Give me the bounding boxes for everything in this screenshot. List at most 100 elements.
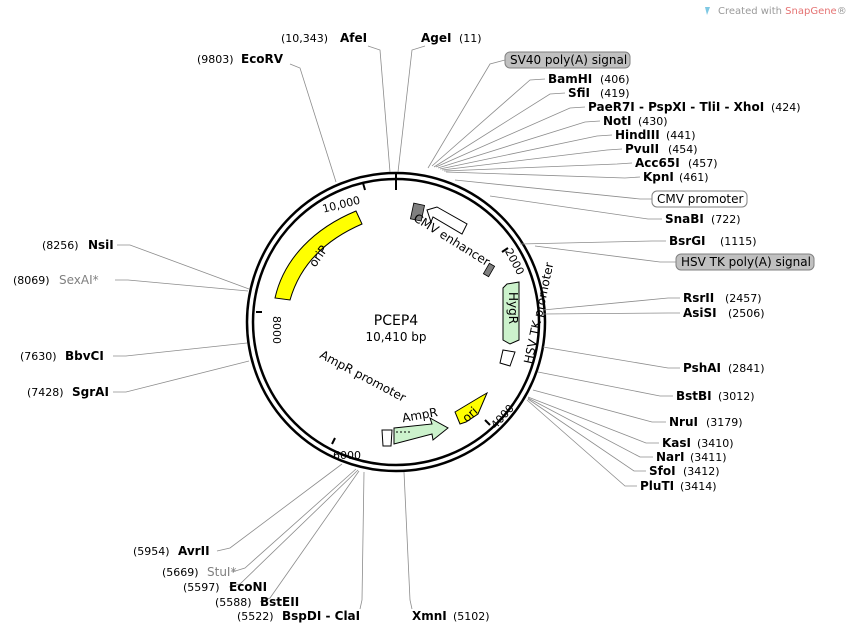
leader-acc65i xyxy=(443,162,633,172)
site-asisi: AsiSI (2506) xyxy=(683,306,765,320)
site-position: (3411) xyxy=(690,451,727,464)
site-name: PshAI xyxy=(683,361,721,375)
site-bstbi: BstBI (3012) xyxy=(676,389,755,403)
leader-bstbi xyxy=(537,371,673,397)
site-name: SnaBI xyxy=(665,212,704,226)
site-xhoi: PaeR7I - PspXI - TliI - XhoI (424) xyxy=(588,100,801,114)
site-sgrai: (7428) SgrAI xyxy=(27,385,109,399)
site-name: EcoRV xyxy=(241,52,284,66)
site-position: (457) xyxy=(688,157,718,170)
site-position: (3179) xyxy=(706,416,743,429)
site-stui: (5669) StuI* xyxy=(162,565,236,579)
site-sexai: (8069) SexAI* xyxy=(13,273,99,287)
site-position: (722) xyxy=(711,213,741,226)
site-name: BamHI xyxy=(548,72,592,86)
site-name: PluTI xyxy=(640,479,674,493)
leader-kasi xyxy=(527,396,659,444)
site-agei: AgeI (11) xyxy=(421,31,482,45)
cmv-enhancer-feature xyxy=(426,206,468,235)
hsv-tk-promoter-feature xyxy=(499,349,516,367)
hygr-feature xyxy=(502,281,520,345)
leader-avrii xyxy=(216,463,343,552)
site-sfii: SfiI (419) xyxy=(568,86,630,100)
site-position: (3410) xyxy=(697,437,734,450)
leader-sfoi xyxy=(527,398,646,472)
site-sfoi: SfoI (3412) xyxy=(649,464,720,478)
tick-6000 xyxy=(331,437,336,445)
site-position: (8256) xyxy=(42,239,79,252)
leader-afei xyxy=(367,45,391,173)
site-name: EcoNI xyxy=(229,580,267,594)
leader-hindiii xyxy=(439,134,613,170)
site-name: XmnI xyxy=(412,609,447,623)
site-name: PaeR7I - PspXI - TliI - XhoI xyxy=(588,100,764,114)
leader-rsrii xyxy=(542,297,680,311)
site-nrui: NruI (3179) xyxy=(669,415,743,429)
site-name: NotI xyxy=(603,114,632,128)
leader-sexai xyxy=(115,279,249,292)
orip-feature xyxy=(274,210,363,301)
leader-sgrai xyxy=(113,360,250,393)
site-bbvci: (7630) BbvCI xyxy=(20,349,104,363)
site-position: (3412) xyxy=(683,465,720,478)
site-nari: NarI (3411) xyxy=(656,450,727,464)
ampr-promoter-label: AmpR promoter xyxy=(317,348,408,405)
hygr-label: HygR xyxy=(506,292,520,324)
site-position: (3414) xyxy=(680,480,717,493)
site-position: (3012) xyxy=(718,390,755,403)
hsv-tk-polya-box-label: HSV TK poly(A) signal xyxy=(681,255,811,269)
site-name: BstBI xyxy=(676,389,712,403)
site-name: RsrII xyxy=(683,291,714,305)
tick-2000 xyxy=(501,247,509,253)
leader-cmv-box xyxy=(454,179,652,200)
site-avrii: (5954) AvrII xyxy=(133,544,210,558)
site-ecorv: (9803) EcoRV xyxy=(197,52,284,66)
ring-tick-label: 6000 xyxy=(333,449,361,462)
site-kpni: KpnI (461) xyxy=(643,170,709,184)
site-bsteii: (5588) BstEII xyxy=(215,595,299,609)
site-acc65i: Acc65I (457) xyxy=(635,156,718,170)
ring-tick-label: 2000 xyxy=(502,246,527,277)
plasmid-name: PCEP4 xyxy=(374,313,419,329)
leader-clai xyxy=(359,471,365,610)
site-snabi: SnaBI (722) xyxy=(665,212,741,226)
site-name: KpnI xyxy=(643,170,674,184)
site-position: (10,343) xyxy=(281,32,328,45)
leader-hsvtk-box xyxy=(534,245,676,263)
site-bsrgi: BsrGI (1115) xyxy=(669,234,757,248)
site-name: NruI xyxy=(669,415,698,429)
snapgene-watermark: Created with SnapGene® xyxy=(705,6,847,17)
leader-sfii xyxy=(433,92,566,168)
ring-ticks xyxy=(256,173,509,445)
site-position: (5588) xyxy=(215,596,252,609)
leader-snabi xyxy=(489,195,662,220)
ampr-feature xyxy=(393,416,449,445)
leader-asisi xyxy=(542,312,680,315)
hsv-tk-polya-feature xyxy=(482,262,496,278)
ori-feature xyxy=(454,391,489,425)
leader-bsrgi xyxy=(519,240,666,245)
site-pvuii: PvuII (454) xyxy=(625,142,698,156)
site-position: (2841) xyxy=(728,362,765,375)
leader-bbvci xyxy=(113,342,248,357)
leader-stui xyxy=(231,468,357,573)
leader-kpni xyxy=(445,171,641,179)
site-position: (1115) xyxy=(720,235,757,248)
site-name: HindIII xyxy=(615,128,660,142)
site-name: KasI xyxy=(662,436,691,450)
site-position: (5597) xyxy=(183,581,220,594)
site-name: BsrGI xyxy=(669,234,706,248)
leader-pvuii xyxy=(441,148,623,171)
site-position: (11) xyxy=(459,32,482,45)
site-position: (5954) xyxy=(133,545,170,558)
hsv-tk-promoter-label: HSV TK promoter xyxy=(521,261,556,365)
site-position: (7428) xyxy=(27,386,64,399)
leader-ecorv xyxy=(289,63,337,183)
plasmid-size: 10,410 bp xyxy=(365,330,426,344)
site-name: Acc65I xyxy=(635,156,680,170)
leader-bamhi xyxy=(431,78,546,167)
tick-10000 xyxy=(362,182,366,191)
site-name: AfeI xyxy=(340,31,367,45)
site-position: (2457) xyxy=(725,292,762,305)
site-name: SfiI xyxy=(568,86,590,100)
